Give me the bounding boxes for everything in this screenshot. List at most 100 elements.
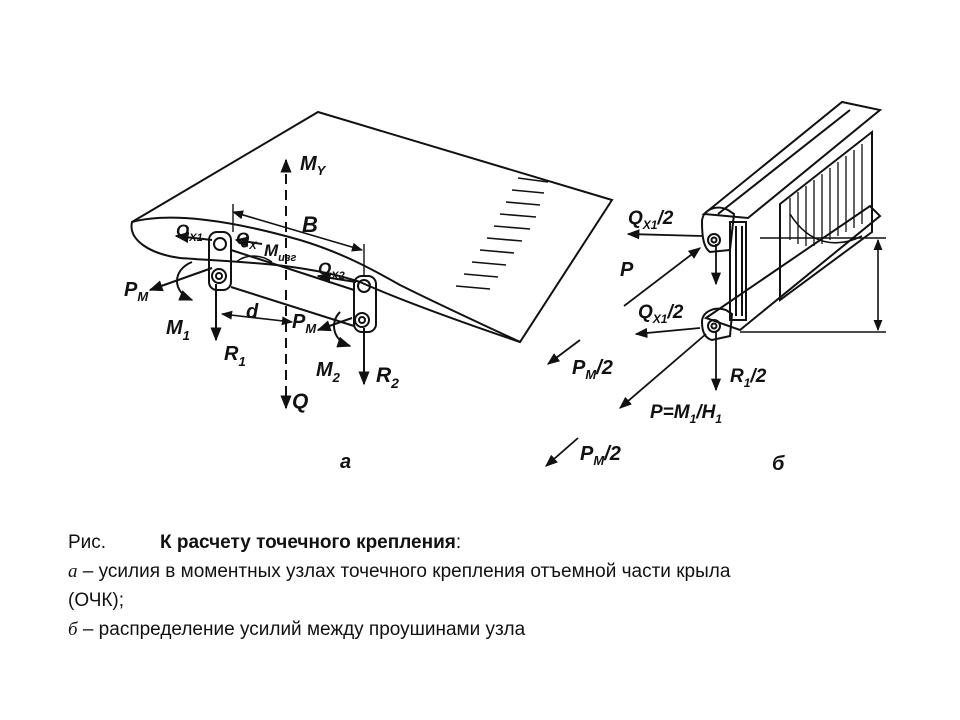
caption-title: К расчету точечного крепления [160,532,456,553]
label-B: B [302,212,318,237]
svg-text:PM/2: PM/2 [580,443,621,468]
caption-title-line: Рис. К расчету точечного крепления: [68,528,928,557]
label-M2-sub: 2 [332,370,341,385]
caption-letter-b: б [68,619,78,640]
pm-left-arrow [148,267,213,292]
label-Qx2: Q [318,259,331,278]
label-R1: R [224,343,239,365]
post-1 [729,221,747,321]
svg-text:QX1/2: QX1/2 [628,208,674,232]
rear-hatching [789,144,863,246]
label-My: M [300,153,318,175]
label-Pm2-lower-sub: M [593,453,605,468]
label-Pm2-lower: P [580,443,594,465]
pm2-lower-arrow [545,437,579,467]
wing-panel-a [130,110,614,410]
label-Qx1: Q [176,221,189,240]
m2-arc [333,311,352,348]
label-My-sub: Y [317,163,327,178]
qx-arrow [234,236,263,248]
qx1-arrow [174,231,213,243]
svg-text:QX1: QX1 [176,221,203,244]
label-Qx1-2-bot-tail: /2 [666,302,683,323]
svg-text:QX1/2: QX1/2 [638,302,684,326]
panel-b-labels: QX1/2 P QX1/2 PM/2 R1/2 P=M1/H1 PM/2 б [572,208,785,475]
svg-text:Mизг: Mизг [264,241,297,264]
label-R2-sub: 2 [390,375,399,391]
pm2-upper-arrow [546,339,581,365]
svg-text:PM/2: PM/2 [572,357,613,382]
p-arrow-lower [619,333,707,409]
airfoil-section [131,216,521,343]
svg-text:QX: QX [236,229,257,252]
label-Qx-sub: X [248,240,257,252]
label-Pm-mid-sub: M [305,321,317,336]
label-M1-sub: 1 [183,328,190,343]
label-Pm2-lower-tail: /2 [603,443,621,465]
label-Mizg-sub: изг [278,252,296,264]
svg-text:PM: PM [292,311,317,336]
label-P: P [620,259,634,281]
label-Qx2-sub: X2 [330,270,344,282]
label-M2: M [316,359,334,381]
qx1-2-top-arrow [626,229,703,240]
label-Qx1-2-top: Q [628,208,643,229]
svg-text:R2: R2 [376,364,399,391]
label-P-eq-sub2: 1 [715,412,722,426]
label-d: d [246,301,259,323]
svg-text:MY: MY [300,153,327,178]
dimension-d [220,310,294,326]
wing-outline [130,110,614,344]
label-P-eq-sub1: 1 [690,412,697,426]
svg-text:QX2: QX2 [318,259,345,282]
qx1-2-bot-arrow [634,327,701,338]
label-R1-2-sub: 1 [744,376,751,390]
rear-web [779,129,873,302]
label-Pm2-upper: P [572,357,586,379]
label-Pm-mid: P [292,311,306,333]
lug-top [700,206,736,254]
label-R1-2: R [730,366,744,387]
svg-text:M1: M1 [166,317,190,343]
label-M1: M [166,317,184,339]
caption-text-a: – усилия в моментных узлах точечного кре… [77,561,731,582]
dimension-B [231,210,364,252]
label-R1-sub: 1 [238,354,245,369]
label-Pm2-upper-tail: /2 [595,357,613,379]
label-Qx: Q [236,229,249,248]
label-a: a [340,451,351,473]
label-Qx1-2-bot-sub: X1 [652,312,668,326]
svg-text:R1: R1 [224,343,246,369]
caption-line-a-cont: (ОЧК); [68,586,928,615]
label-Pm-left-sub: M [137,289,149,304]
svg-text:M2: M2 [316,359,341,385]
caption-line-a: а – усилия в моментных узлах точечного к… [68,557,928,586]
svg-text:R1/2: R1/2 [730,366,767,390]
qx2-arrow [316,272,357,284]
svg-text:PM: PM [124,279,149,304]
lug-bottom [700,307,734,342]
label-P-eq: P=M [650,402,691,423]
label-Qx1-sub: X1 [188,232,202,244]
label-b: б [772,453,785,475]
svg-text:P=M1/H1: P=M1/H1 [650,402,722,426]
lug-node-1 [208,231,232,291]
wing-attachment-figure: MY B QX1 QX Mизг QX2 PM M1 d PM R1 M2 R2… [124,100,886,475]
wing-hatching [455,177,549,290]
caption-colon: : [455,532,462,553]
label-P-eq-mid: /H [695,402,716,423]
panel-a-labels: MY B QX1 QX Mизг QX2 PM M1 d PM R1 M2 R2… [124,153,399,473]
label-Qx1-2-bot: Q [638,302,653,323]
lug-panel-b [545,100,886,467]
label-Qx1-2-top-tail: /2 [656,208,673,229]
label-Pm2-upper-sub: M [585,367,597,382]
caption-prefix: Рис. [68,532,107,553]
label-R1-2-tail: /2 [749,366,766,387]
p-arrow-upper [623,247,702,307]
caption-letter-a: а [68,561,78,582]
caption-text-a-cont: (ОЧК); [68,590,125,611]
bottom-beam [703,204,882,332]
label-Pm-left: P [124,279,138,301]
label-Q: Q [292,390,308,413]
